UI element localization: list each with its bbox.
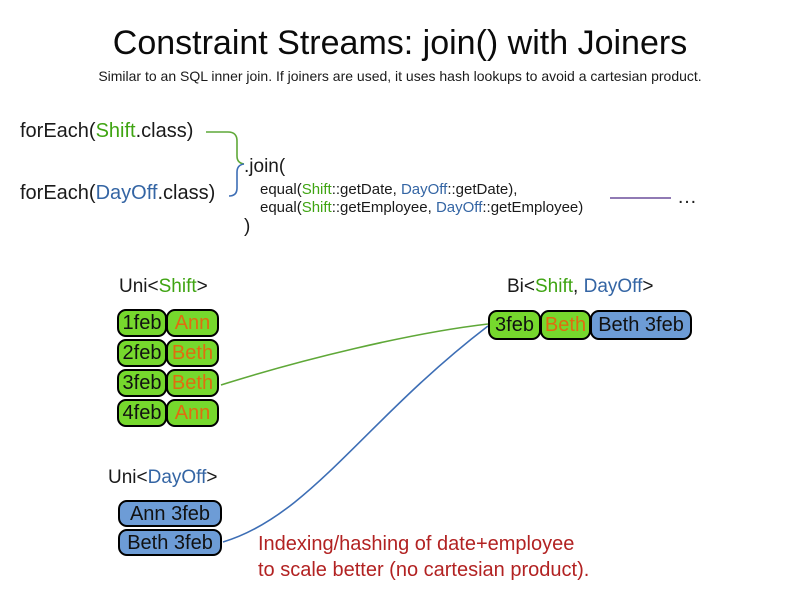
shift-employee-cell: Ann [166,399,219,427]
result-shift-employee-cell: Beth [540,310,591,340]
label-text: Uni< [119,276,159,297]
code-equal-date: equal(Shift::getDate, DayOff::getDate), [260,181,517,198]
shift-class-token: Shift [158,276,197,297]
dayoff-class-token: DayOff [583,276,643,297]
code-text: ::getEmployee) [482,199,584,216]
code-text: ::getEmployee, [331,199,436,216]
table-row: 4feb Ann [117,399,219,427]
code-equal-employee: equal(Shift::getEmployee, DayOff::getEmp… [260,199,583,216]
uni-dayoff-table: Ann 3feb Beth 3feb [118,500,222,558]
indexing-note-line2: to scale better (no cartesian product). [258,559,590,581]
code-text: ::getDate), [447,181,518,198]
code-text: .class) [135,120,194,142]
table-row: 3feb Beth [117,369,219,397]
label-text: > [206,467,218,488]
page-title: Constraint Streams: join() with Joiners [0,24,800,63]
label-text: , [573,276,584,297]
result-shift-date-cell: 3feb [488,310,541,340]
indexing-note: Indexing/hashing of date+employee to sca… [258,531,589,583]
ellipsis-text: … [677,186,699,208]
code-text: equal( [260,181,302,198]
shift-employee-cell: Beth [166,369,219,397]
bi-result-label: Bi<Shift, DayOff> [507,276,653,298]
dayoff-class-token: DayOff [147,467,207,488]
page-subtitle-text: Similar to an SQL inner join. If joiners… [98,68,702,84]
code-text: equal( [260,199,302,216]
label-text: > [642,276,654,297]
code-text: ) [244,216,251,237]
code-foreach-dayoff: forEach(DayOff.class) [20,182,215,205]
code-text: .join( [244,156,286,177]
code-join-open: .join( [244,156,285,178]
shift-date-cell: 1feb [117,309,167,337]
shift-date-cell: 3feb [117,369,167,397]
shift-date-cell: 4feb [117,399,167,427]
page-subtitle: Similar to an SQL inner join. If joiners… [0,68,800,84]
shift-employee-cell: Beth [166,339,219,367]
table-row: 1feb Ann [117,309,219,337]
page-title-text: Constraint Streams: join() with Joiners [112,24,688,62]
shift-row-to-result-connector [220,323,489,386]
dayoff-cell: Ann 3feb [118,500,222,527]
shift-date-cell: 2feb [117,339,167,367]
dayoff-class-token: DayOff [435,199,483,216]
shift-class-token: Shift [95,120,136,142]
label-text: Uni< [108,467,148,488]
dayoff-class-token: DayOff [95,182,158,204]
uni-shift-table: 1feb Ann 2feb Beth 3feb Beth 4feb Ann [117,309,219,429]
code-foreach-shift: forEach(Shift.class) [20,120,193,143]
label-text: Bi< [507,276,535,297]
dayoff-to-join-brace [228,163,245,197]
uni-shift-label: Uni<Shift> [119,276,208,298]
shift-employee-cell: Ann [166,309,219,337]
shift-class-token: Shift [301,199,332,216]
bi-result-row: 3feb Beth Beth 3feb [488,310,692,340]
code-text: ::getDate, [331,181,401,198]
shift-to-join-brace [206,131,245,165]
dayoff-class-token: DayOff [400,181,448,198]
uni-dayoff-label: Uni<DayOff> [108,467,218,489]
dayoff-cell: Beth 3feb [118,529,222,556]
result-dayoff-cell: Beth 3feb [590,310,692,340]
code-join-close: ) [244,216,250,238]
code-text: .class) [157,182,216,204]
shift-class-token: Shift [535,276,574,297]
indexing-note-line1: Indexing/hashing of date+employee [258,533,575,555]
shift-class-token: Shift [301,181,332,198]
more-joiners-ellipsis: … [677,186,699,209]
table-row: 2feb Beth [117,339,219,367]
label-text: > [196,276,208,297]
code-text: forEach( [20,182,96,204]
code-text: forEach( [20,120,96,142]
dayoff-row-to-result-connector [222,325,489,543]
